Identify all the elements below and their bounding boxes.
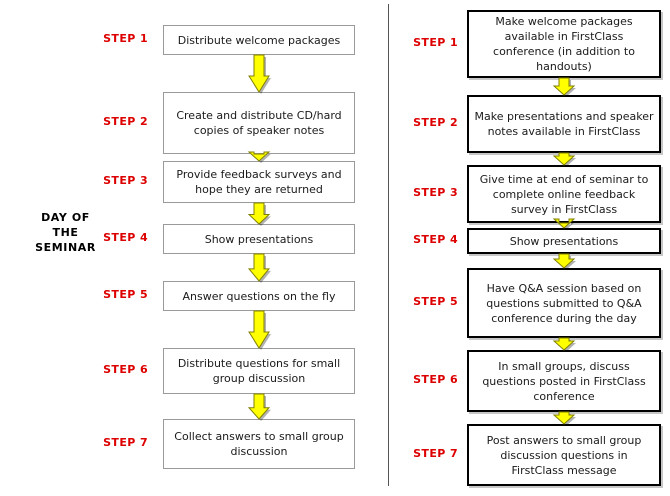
step-label-traditional-3: STEP 3	[103, 174, 148, 187]
process-box-text: Show presentations	[509, 234, 619, 248]
flow-arrow-traditional-6	[247, 393, 271, 421]
flow-arrow-traditional-1	[248, 54, 271, 94]
process-box-text: Make presentations and speaker notes ava…	[474, 110, 654, 138]
step-label-firstclass-7: STEP 7	[413, 447, 458, 460]
step-label-firstclass-5: STEP 5	[413, 295, 458, 308]
process-box-firstclass-step-6[interactable]: In small groups, discuss questions poste…	[467, 350, 661, 412]
process-box-text: Distribute questions for small group dis…	[177, 357, 341, 385]
side-caption-line-2: THE	[52, 226, 79, 239]
process-box-traditional-step-5[interactable]: Answer questions on the fly	[163, 281, 355, 311]
side-caption-line-3: SEMINAR	[35, 241, 96, 254]
process-box-text: Show presentations	[204, 232, 314, 246]
process-box-firstclass-step-4[interactable]: Show presentations	[467, 228, 661, 254]
step-label-traditional-4: STEP 4	[103, 231, 148, 244]
flow-arrow-firstclass-6	[552, 411, 576, 426]
flow-arrow-traditional-3	[247, 202, 271, 226]
process-box-text: Have Q&A session based on questions subm…	[486, 281, 642, 325]
step-label-firstclass-4: STEP 4	[413, 233, 458, 246]
flow-arrow-firstclass-2	[552, 152, 576, 167]
process-box-text: Distribute welcome packages	[177, 33, 341, 47]
step-label-traditional-7: STEP 7	[103, 436, 148, 449]
process-box-text: In small groups, discuss questions poste…	[482, 359, 646, 403]
side-caption-line-1: DAY OF	[41, 211, 90, 224]
step-label-traditional-5: STEP 5	[103, 288, 148, 301]
process-box-traditional-step-3[interactable]: Provide feedback surveys and hope they a…	[163, 161, 355, 203]
step-label-firstclass-3: STEP 3	[413, 186, 458, 199]
process-box-text: Create and distribute CD/hard copies of …	[176, 109, 342, 137]
process-box-text: Collect answers to small group discussio…	[174, 430, 344, 458]
column-divider	[388, 4, 389, 486]
step-label-traditional-2: STEP 2	[103, 115, 148, 128]
process-box-text: Post answers to small group discussion q…	[486, 433, 642, 477]
flow-arrow-traditional-4	[247, 253, 271, 283]
process-box-text: Provide feedback surveys and hope they a…	[176, 168, 342, 196]
process-box-firstclass-step-7[interactable]: Post answers to small group discussion q…	[467, 424, 661, 486]
process-box-traditional-step-4[interactable]: Show presentations	[163, 224, 355, 254]
step-label-firstclass-2: STEP 2	[413, 116, 458, 129]
flow-arrow-firstclass-4	[552, 253, 576, 270]
flow-arrow-firstclass-5	[552, 337, 576, 352]
process-box-firstclass-step-1[interactable]: Make welcome packages available in First…	[467, 10, 661, 78]
step-label-traditional-6: STEP 6	[103, 363, 148, 376]
process-box-text: Answer questions on the fly	[182, 289, 336, 303]
step-label-firstclass-6: STEP 6	[413, 373, 458, 386]
process-box-text: Make welcome packages available in First…	[493, 15, 635, 73]
step-label-traditional-1: STEP 1	[103, 32, 148, 45]
side-caption: DAY OF THE SEMINAR	[8, 210, 123, 255]
process-box-traditional-step-6[interactable]: Distribute questions for small group dis…	[163, 348, 355, 394]
flow-arrow-firstclass-1	[552, 77, 576, 97]
step-label-firstclass-1: STEP 1	[413, 36, 458, 49]
flow-arrow-traditional-5	[248, 310, 271, 350]
process-box-traditional-step-2[interactable]: Create and distribute CD/hard copies of …	[163, 92, 355, 154]
process-box-firstclass-step-5[interactable]: Have Q&A session based on questions subm…	[467, 268, 661, 338]
process-box-traditional-step-1[interactable]: Distribute welcome packages	[163, 25, 355, 55]
process-box-firstclass-step-2[interactable]: Make presentations and speaker notes ava…	[467, 95, 661, 153]
flow-arrow-traditional-2	[247, 151, 271, 163]
process-box-firstclass-step-3[interactable]: Give time at end of seminar to complete …	[467, 165, 661, 223]
process-box-text: Give time at end of seminar to complete …	[479, 172, 649, 216]
process-box-traditional-step-7[interactable]: Collect answers to small group discussio…	[163, 419, 355, 469]
